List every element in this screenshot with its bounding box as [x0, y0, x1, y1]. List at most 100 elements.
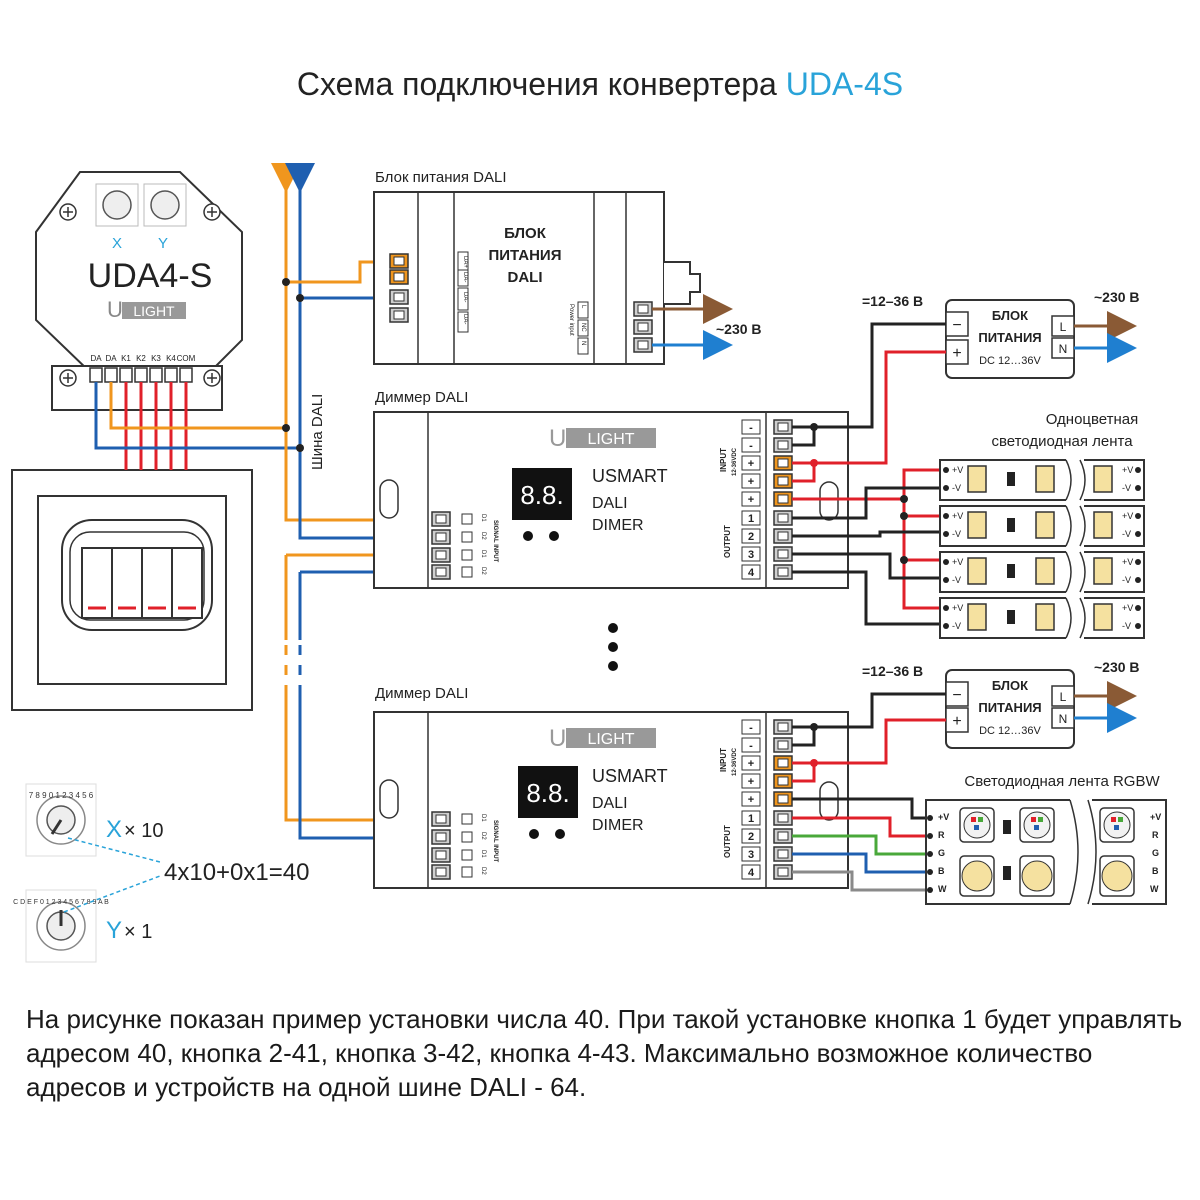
dimmer2-logo-u: U: [549, 725, 566, 752]
diagram-canvas: X Y UDA4-S U LIGHT DA DA K1 K2 K3 K4 COM: [11, 163, 1167, 963]
dimmer2-term-label: +: [748, 758, 754, 770]
dimmer1-signal-pin: D1: [480, 514, 486, 522]
dimmer2-signal-label: SIGNAL INPUT: [492, 820, 498, 863]
dial-x-icon: [102, 190, 132, 220]
dimmer2-input-label: INPUT: [719, 748, 728, 772]
mono-strips: Одноцветная светодиодная лента: [991, 411, 1138, 450]
psu1-dc-range: =12–36 В: [862, 293, 923, 309]
converter-logo-u: U: [107, 297, 123, 322]
converter-uda4s: X Y UDA4-S U LIGHT DA DA K1 K2 K3 K4 COM: [35, 171, 243, 411]
dimmer2-term-label: -: [749, 740, 753, 752]
dimmer2-term-label: +: [748, 776, 754, 788]
terminal-label: COM: [177, 354, 196, 363]
dimmer2-line1: USMART: [592, 766, 668, 786]
dimmer1-display: 8.8.: [520, 480, 563, 510]
psu-dali-side-label: DA-: [462, 314, 468, 324]
mono-strip-caption-2: светодиодная лента: [991, 433, 1133, 450]
psu1-line3: DC 12…36V: [979, 355, 1041, 367]
strip-minus: -V: [952, 483, 961, 493]
white-led-icon: [1019, 855, 1055, 897]
psu1-line2: ПИТАНИЯ: [978, 330, 1041, 345]
psu2-line2: ПИТАНИЯ: [978, 700, 1041, 715]
rgb-led-icon: [1099, 807, 1135, 843]
dimmer1-line2: DALI: [592, 495, 628, 512]
dial-y-label: Y: [158, 235, 168, 252]
psu2-l: L: [1060, 690, 1067, 704]
led-chip-icon: [1035, 465, 1055, 493]
mono-strip: +V -V +V -V: [939, 458, 1145, 502]
terminal-label: K3: [151, 354, 161, 363]
dial-y-icon: [150, 190, 180, 220]
terminal-label: DA: [105, 354, 117, 363]
psu-dali-out-label: NC: [580, 323, 586, 332]
dimmer2-line2: DALI: [592, 795, 628, 812]
led-chip-icon: [967, 465, 987, 493]
psu2-plus: +: [952, 713, 961, 730]
dial-x-digits: 7 8 9 0 1 2 3 4 5 6: [29, 791, 94, 800]
psu-dali-side-label: DA+: [462, 256, 468, 268]
led-chip-icon: [1093, 465, 1113, 493]
dimmer2-signal-pin: D1: [480, 850, 486, 858]
dimmer2-term-label: 3: [748, 849, 754, 861]
rgbw-pin: R: [1152, 830, 1159, 840]
psu-dali-out-label: N: [580, 341, 586, 345]
strip-minus: -V: [1122, 483, 1131, 493]
psu1-mains: ~230 В: [1094, 289, 1140, 305]
dial-y-digits: C D E F 0 1 2 3 4 5 6 7 8 9 A B: [13, 899, 109, 906]
bus-label: Шина DALI: [309, 394, 326, 470]
title-main: Схема подключения конвертера: [296, 66, 786, 102]
psu1-l: L: [1060, 320, 1067, 334]
psu1-line1: БЛОК: [992, 308, 1028, 323]
psu-dali-side-label: DA-: [462, 292, 468, 302]
dimmer2-term-label: 1: [748, 813, 754, 825]
dimmer2-signal-pin: D2: [480, 832, 486, 840]
rgb-led-icon: [1019, 807, 1055, 843]
dimmer1-term-label: 4: [748, 567, 755, 579]
converter-model: UDA4-S: [88, 257, 213, 295]
dimmer1-term-label: 2: [748, 531, 754, 543]
psu-dali-line1: БЛОК: [504, 225, 547, 242]
psu2-line1: БЛОК: [992, 678, 1028, 693]
dimmer-2: Диммер DALI U LIGHT 8.8. USMART DALI DIM…: [373, 685, 849, 889]
psu-dali-mains: ~230 В: [716, 321, 762, 337]
psu1-minus: −: [952, 317, 961, 334]
dimmer2-term-label: -: [749, 722, 753, 734]
psu1-n: N: [1059, 342, 1068, 356]
rgbw-pin: +V: [938, 812, 949, 822]
white-led-icon: [1099, 855, 1135, 897]
example-y-label: Y: [106, 917, 122, 944]
rgbw-pin: B: [1152, 866, 1159, 876]
dimmer2-term-label: 4: [748, 867, 755, 879]
psu2-line3: DC 12…36V: [979, 725, 1041, 737]
dimmer1-logo-light: LIGHT: [587, 431, 634, 448]
dimmer1-input-label: INPUT: [719, 448, 728, 472]
example-y-mult: × 1: [124, 921, 152, 943]
rgbw-caption: Светодиодная лента RGBW: [964, 773, 1160, 790]
psu-dali-caption: Блок питания DALI: [375, 169, 507, 186]
psu-dali-out-label: L: [580, 305, 586, 309]
dimmer1-signal-pin: D2: [480, 567, 486, 575]
psu2-n: N: [1059, 712, 1068, 726]
rgbw-pin: R: [938, 830, 945, 840]
description: На рисунке показан пример установки числ…: [26, 1004, 1183, 1102]
rgbw-pin: W: [938, 884, 947, 894]
psu2-mains: ~230 В: [1094, 659, 1140, 675]
dimmer2-term-label: +: [748, 794, 754, 806]
psu1-plus: +: [952, 345, 961, 362]
dimmer1-term-label: +: [748, 476, 754, 488]
dimmer1-line3: DIMER: [592, 517, 644, 534]
psu2-minus: −: [952, 687, 961, 704]
dimmer1-term-label: 1: [748, 513, 754, 525]
page-title: Схема подключения конвертера UDA-4S: [0, 66, 1200, 103]
strip-plus: +V: [1122, 465, 1133, 475]
psu-dc-1: =12–36 В − + L N БЛОК ПИТАНИЯ DC 12…36V …: [862, 289, 1140, 379]
terminal-label: K2: [136, 354, 146, 363]
resistor-icon: [1003, 820, 1011, 834]
dimmer1-term-label: -: [749, 422, 753, 434]
dimmer1-caption: Диммер DALI: [375, 389, 468, 406]
wall-switch: [11, 469, 253, 711]
resistor-icon: [1003, 866, 1011, 880]
dimmer2-output-label: OUTPUT: [723, 825, 732, 858]
psu-dali-power-input: Power input: [568, 304, 574, 336]
